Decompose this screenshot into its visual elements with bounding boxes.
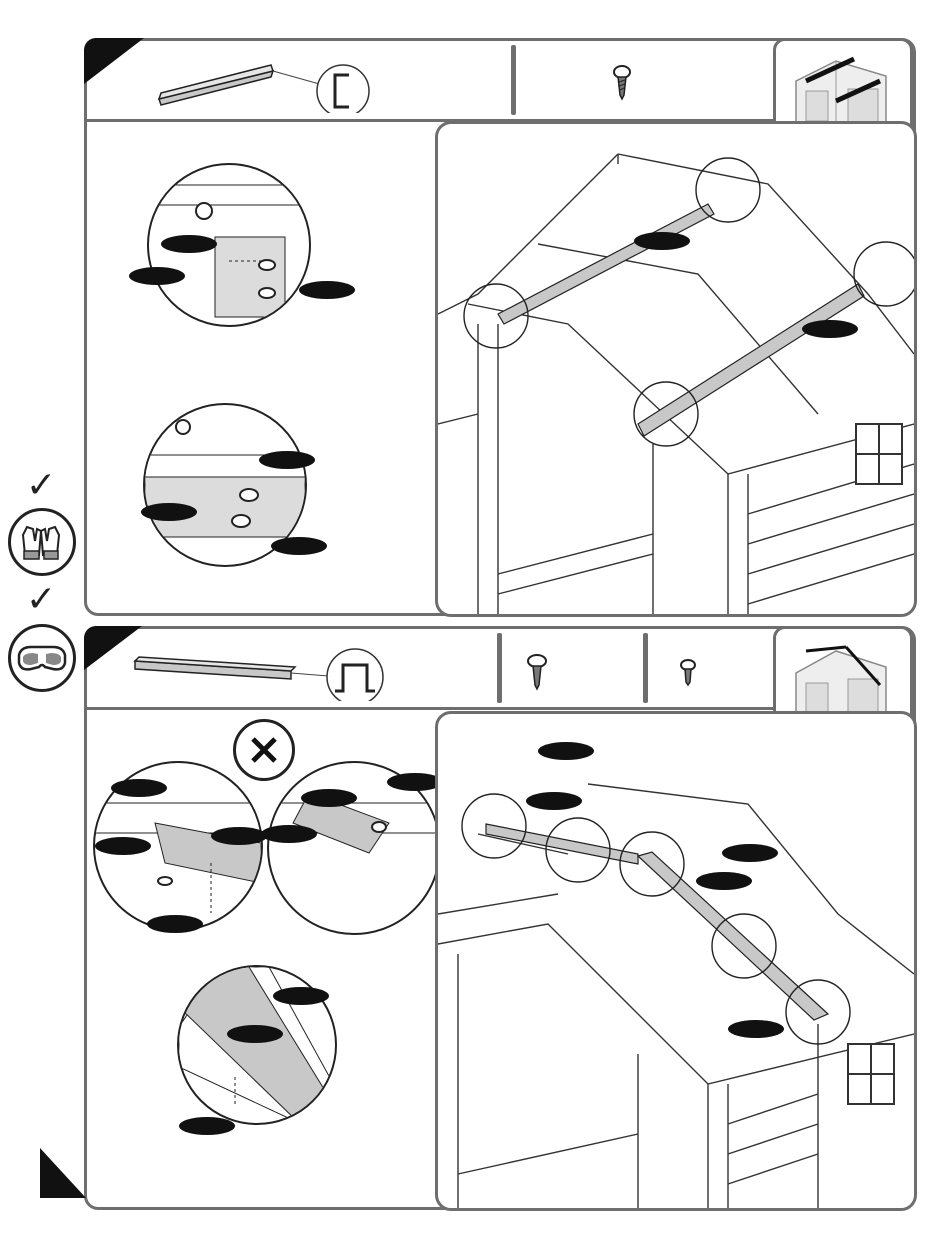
label-tag: [261, 825, 317, 843]
label-tag: [95, 837, 151, 855]
label-tag: [728, 1020, 784, 1038]
label-tag: [111, 779, 167, 797]
header-divider: [497, 633, 502, 703]
label-tag: [141, 503, 197, 521]
check-mark-goggles: ✓: [26, 582, 56, 618]
label-tag: [722, 844, 778, 862]
label-tag: [634, 232, 690, 250]
header-divider: [511, 45, 516, 115]
ridge-beam-channel-icon: [131, 641, 401, 701]
gloves-icon: [8, 508, 76, 576]
roof-purlin-channel-icon: [153, 53, 453, 113]
step-2-panel: [84, 626, 916, 1210]
label-tag: [227, 1025, 283, 1043]
label-tag: [147, 915, 203, 933]
header-divider: [643, 633, 648, 703]
label-tag: [299, 281, 355, 299]
label-tag: [802, 320, 858, 338]
x-mark-icon: [233, 719, 295, 781]
label-tag: [161, 235, 217, 253]
label-tag: [526, 792, 582, 810]
step-1-panel: [84, 38, 916, 616]
goggles-icon: [8, 624, 76, 692]
screw-large-icon: [525, 653, 549, 691]
page-corner-marker: [40, 1148, 86, 1198]
assembly-scene-2: [435, 711, 917, 1211]
label-tag: [696, 872, 752, 890]
label-tag: [129, 267, 185, 285]
label-tag: [259, 451, 315, 469]
label-tag: [179, 1117, 235, 1135]
screw-small-icon: [679, 659, 697, 687]
label-tag: [211, 827, 267, 845]
label-tag: [301, 789, 357, 807]
assembly-scene-1: [435, 121, 917, 617]
screw-icon: [611, 65, 633, 101]
label-tag: [273, 987, 329, 1005]
label-tag: [271, 537, 327, 555]
check-mark-gloves: ✓: [26, 468, 56, 504]
label-tag: [538, 742, 594, 760]
